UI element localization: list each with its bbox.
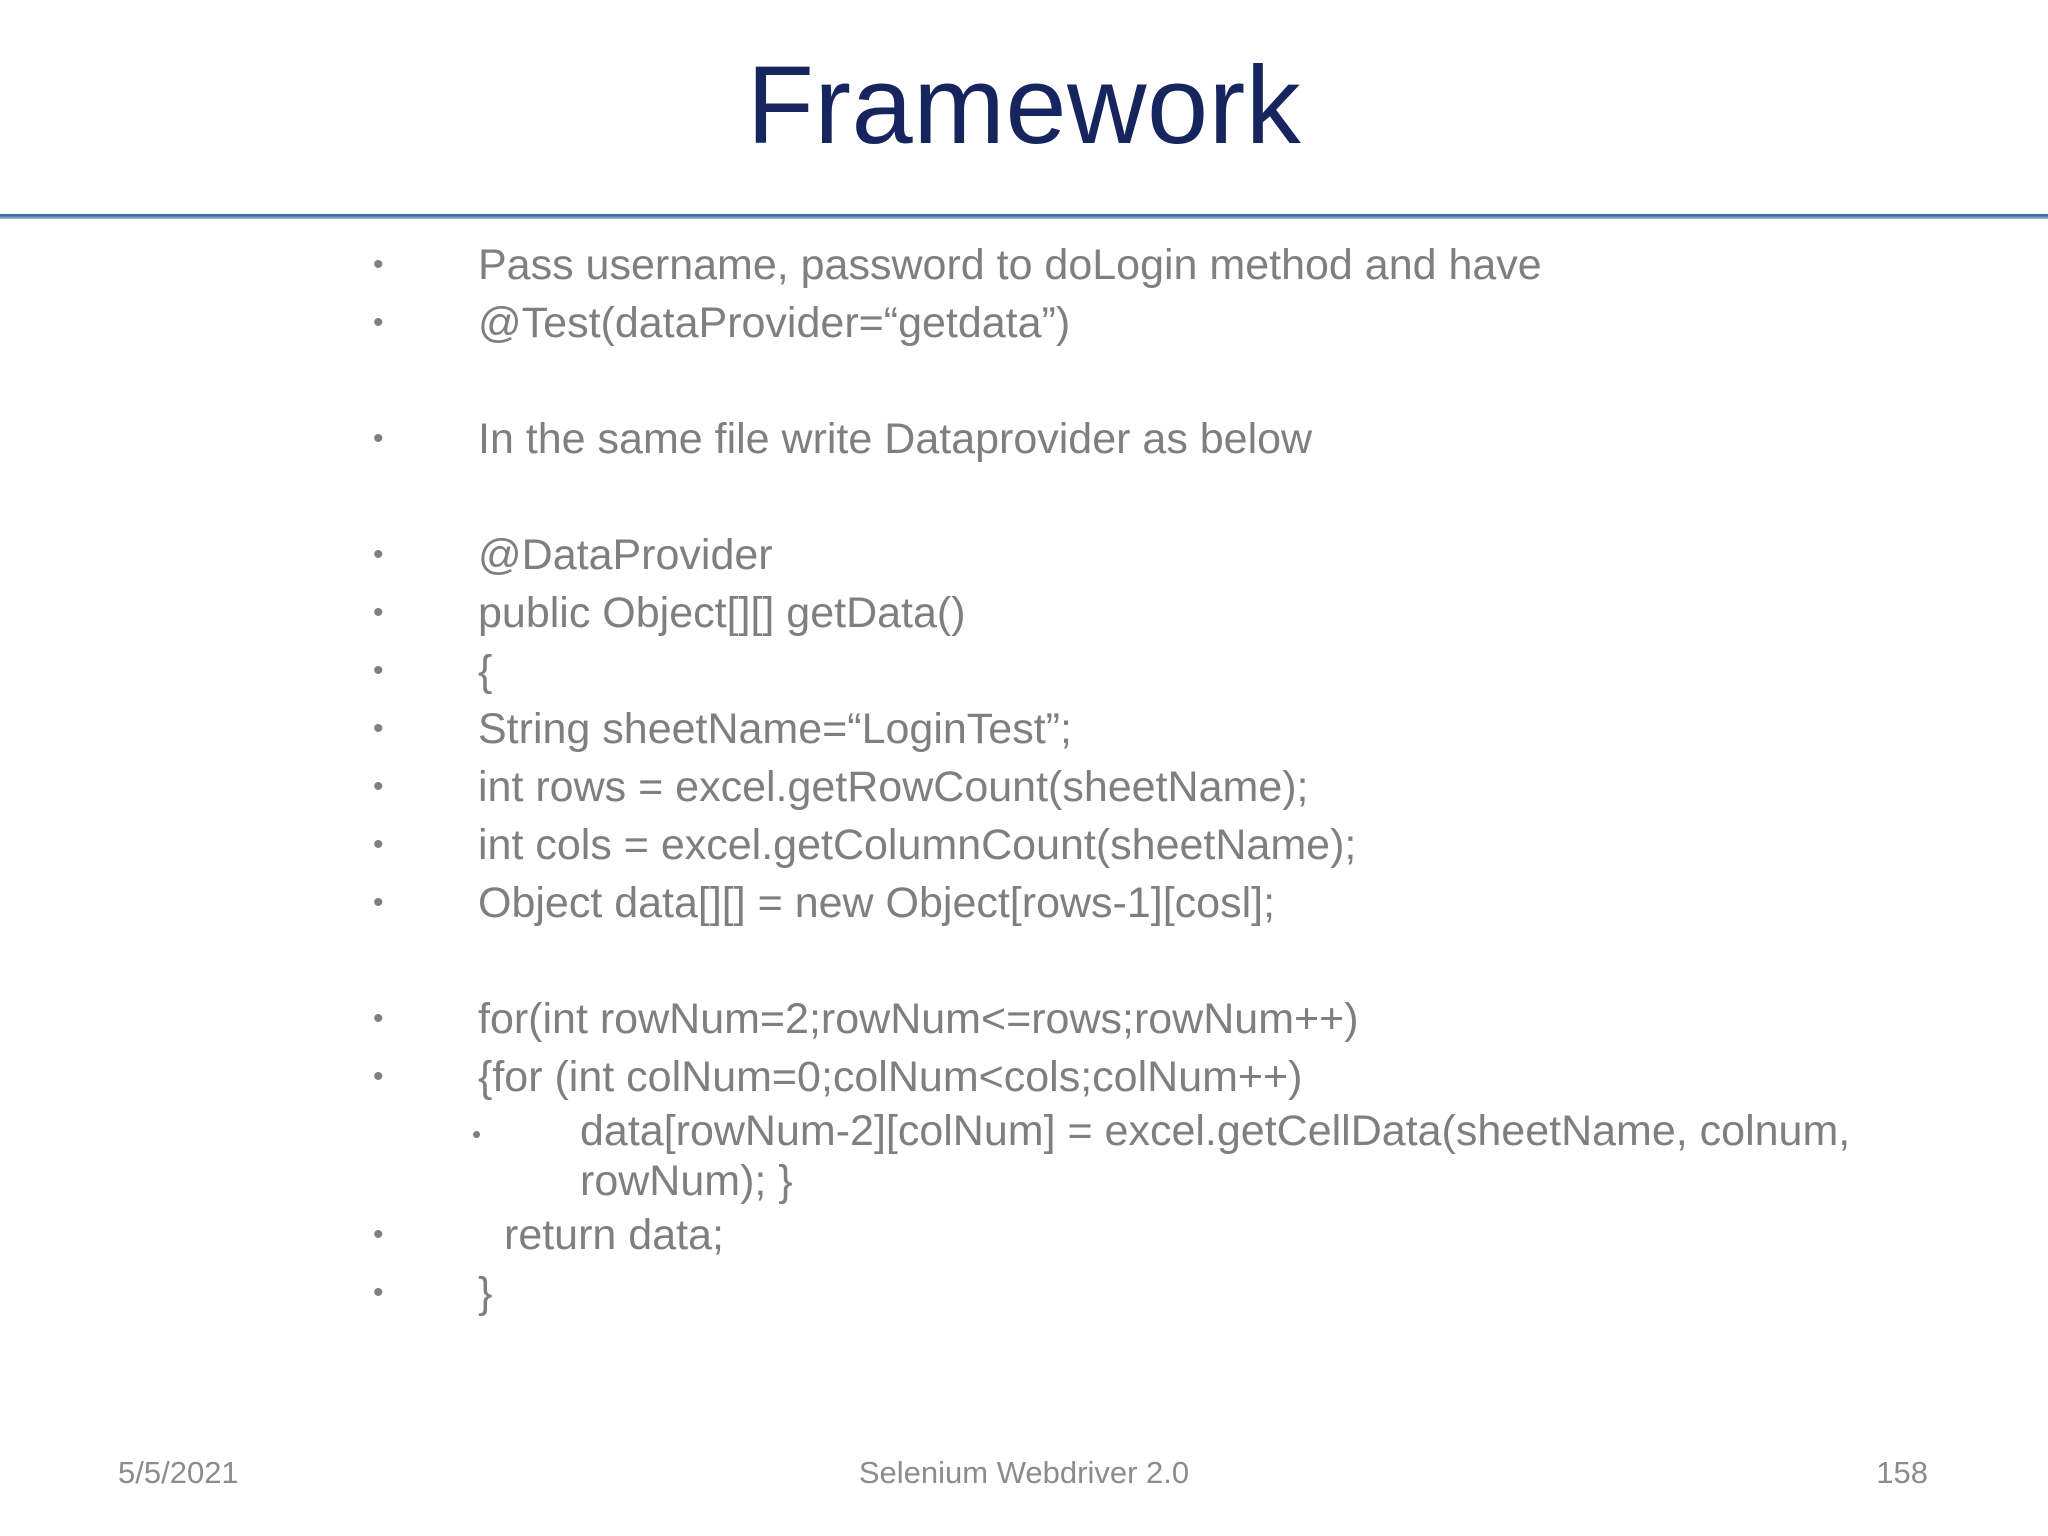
list-item-text: @DataProvider (478, 531, 773, 579)
list-item-text: } (478, 1269, 493, 1317)
bullet-dot-icon: • (472, 1119, 482, 1149)
list-item: • {for (int colNum=0;colNum<cols;colNum+… (0, 1048, 2048, 1106)
title-area: Framework (0, 28, 2048, 183)
body-content: • Pass username, password to doLogin met… (0, 236, 2048, 1322)
bullet-dot-icon: • (373, 306, 384, 339)
list-item-text: @Test(dataProvider=“getdata”) (478, 299, 1071, 347)
list-item: • @Test(dataProvider=“getdata”) (0, 294, 2048, 352)
bullet-dot-icon: • (373, 654, 384, 687)
list-item-text: data[rowNum-2][colNum] = excel.getCellDa… (580, 1107, 1863, 1205)
list-item: • Object data[][] = new Object[rows-1][c… (0, 874, 2048, 932)
footer-date: 5/5/2021 (118, 1455, 239, 1490)
list-item: • int cols = excel.getColumnCount(sheetN… (0, 816, 2048, 874)
bullet-dot-icon: • (373, 770, 384, 803)
list-item-text: return data; (504, 1211, 724, 1259)
list-item-text: int cols = excel.getColumnCount(sheetNam… (478, 821, 1357, 869)
footer-page-number: 158 (1876, 1455, 1928, 1490)
list-item-nested: • data[rowNum-2][colNum] = excel.getCell… (0, 1106, 2048, 1206)
bullet-dot-icon: • (373, 1060, 384, 1093)
page-title: Framework (746, 43, 1302, 167)
list-item: • } (0, 1264, 2048, 1322)
bullet-dot-icon: • (373, 248, 384, 281)
list-item-text: String sheetName=“LoginTest”; (478, 705, 1072, 753)
list-item: • for(int rowNum=2;rowNum<=rows;rowNum++… (0, 990, 2048, 1048)
list-item: • @DataProvider (0, 526, 2048, 584)
bullet-dot-icon: • (373, 538, 384, 571)
bullet-list: • Pass username, password to doLogin met… (0, 236, 2048, 1322)
bullet-dot-icon: • (373, 1276, 384, 1309)
list-item-text: {for (int colNum=0;colNum<cols;colNum++) (478, 1053, 1303, 1101)
slide-footer: 5/5/2021 Selenium Webdriver 2.0 158 (0, 1455, 2048, 1515)
list-item: • String sheetName=“LoginTest”; (0, 700, 2048, 758)
title-divider (0, 214, 2048, 219)
bullet-dot-icon: • (373, 828, 384, 861)
list-item-text: public Object[][] getData() (478, 589, 966, 637)
list-item: • return data; (0, 1206, 2048, 1264)
list-item: • { (0, 642, 2048, 700)
list-item-text: for(int rowNum=2;rowNum<=rows;rowNum++) (478, 995, 1359, 1043)
list-item: • int rows = excel.getRowCount(sheetName… (0, 758, 2048, 816)
list-item-text: In the same file write Dataprovider as b… (478, 415, 1313, 463)
list-item-spacer (0, 932, 2048, 990)
bullet-dot-icon: • (373, 596, 384, 629)
list-item-text: Object data[][] = new Object[rows-1][cos… (478, 879, 1276, 927)
list-item: • Pass username, password to doLogin met… (0, 236, 2048, 294)
list-item-text: int rows = excel.getRowCount(sheetName); (478, 763, 1309, 811)
list-item-spacer (0, 352, 2048, 410)
list-item: • In the same file write Dataprovider as… (0, 410, 2048, 468)
list-item: • public Object[][] getData() (0, 584, 2048, 642)
bullet-dot-icon: • (373, 1002, 384, 1035)
bullet-dot-icon: • (373, 712, 384, 745)
list-item-text: { (478, 647, 493, 695)
list-item-spacer (0, 468, 2048, 526)
bullet-dot-icon: • (373, 1218, 384, 1251)
list-item-text: Pass username, password to doLogin metho… (478, 241, 1542, 289)
bullet-dot-icon: • (373, 422, 384, 455)
bullet-dot-icon: • (373, 886, 384, 919)
footer-title: Selenium Webdriver 2.0 (858, 1455, 1190, 1490)
